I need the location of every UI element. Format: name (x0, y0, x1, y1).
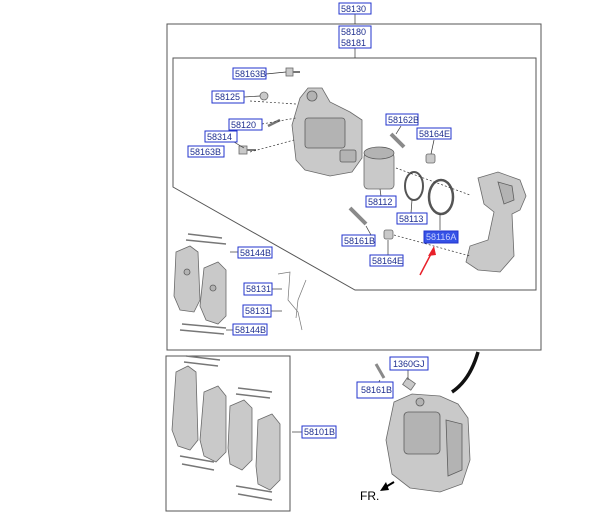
label-58131-low-text: 58131 (245, 306, 270, 316)
label-58144b-top-text: 58144B (240, 248, 271, 258)
label-58144b-top[interactable]: 58144B (237, 246, 273, 259)
caliper-assembly-frame (166, 23, 542, 351)
label-58125-text: 58125 (215, 92, 240, 102)
label-58112-text: 58112 (368, 197, 392, 207)
label-58163b-top[interactable]: 58163B (232, 67, 267, 80)
label-58144b-low-text: 58144B (235, 325, 266, 335)
piston (363, 146, 395, 190)
caliper-assembled (385, 393, 471, 493)
label-58180-58181[interactable]: 58180 58181 (338, 25, 372, 49)
hose-curve (450, 351, 480, 394)
label-58116a-text: 58116A (426, 232, 456, 242)
brake-pads-upper (173, 233, 227, 335)
label-58125[interactable]: 58125 (211, 90, 245, 104)
label-58131-top[interactable]: 58131 (243, 282, 273, 296)
bolt-lower-left (238, 145, 256, 155)
label-58163b-top-text: 58163B (235, 69, 266, 79)
label-58162b-text: 58162B (388, 115, 419, 125)
label-58161b-low[interactable]: 58161B (356, 381, 394, 399)
bolt-assembled (374, 363, 386, 379)
pad-kit-frame (165, 355, 291, 512)
label-58161b-low-text: 58161B (361, 385, 392, 395)
label-58163b-low-text: 58163B (190, 147, 221, 157)
label-58314-text: 58314 (207, 132, 232, 142)
dust-boot (427, 178, 455, 216)
label-58163b-low[interactable]: 58163B (187, 145, 225, 158)
label-58131-top-text: 58131 (246, 284, 271, 294)
front-direction-indicator: FR. (360, 481, 395, 503)
label-58131-low[interactable]: 58131 (242, 304, 272, 318)
carrier-bracket (465, 171, 527, 273)
label-58164e-low-text: 58164E (372, 256, 403, 266)
label-58130-text: 58130 (341, 4, 366, 14)
caliper-body-subframe (172, 57, 537, 291)
bleeder-cap (259, 91, 269, 101)
label-58314[interactable]: 58314 (204, 130, 238, 143)
label-58144b-low[interactable]: 58144B (232, 323, 268, 336)
label-58116a-highlighted[interactable]: 58116A (423, 230, 459, 244)
label-58180-text: 58180 (341, 27, 366, 37)
label-58181-text: 58181 (341, 38, 366, 48)
guide-pin-upper (389, 132, 406, 149)
shims (277, 271, 307, 331)
label-58113-text: 58113 (399, 214, 423, 224)
red-arrow-icon (419, 246, 436, 276)
direction-label: FR. (360, 489, 379, 503)
label-58101b-text: 58101B (304, 427, 335, 437)
label-58113[interactable]: 58113 (396, 212, 428, 225)
caliper-body (291, 87, 363, 177)
label-1360gj-text: 1360GJ (393, 359, 425, 369)
label-58164e-top-text: 58164E (419, 129, 450, 139)
guide-boot-lower (383, 229, 394, 240)
bracket-small (402, 377, 416, 391)
label-58164e-top[interactable]: 58164E (416, 127, 452, 140)
guide-pin-lower (348, 206, 368, 226)
label-58112[interactable]: 58112 (365, 195, 397, 208)
label-58120[interactable]: 58120 (228, 118, 263, 131)
arrow-left-down-icon (380, 481, 395, 491)
label-58164e-low[interactable]: 58164E (369, 254, 404, 267)
label-58161b-mid-text: 58161B (344, 236, 375, 246)
piston-seal (404, 171, 424, 201)
label-58130[interactable]: 58130 (338, 2, 372, 15)
label-58161b-mid[interactable]: 58161B (341, 234, 376, 247)
label-58101b[interactable]: 58101B (301, 425, 337, 439)
bolt-top (285, 67, 300, 77)
brake-pads-kit (171, 355, 281, 501)
label-58120-text: 58120 (231, 120, 256, 130)
label-1360gj[interactable]: 1360GJ (389, 356, 429, 371)
label-58162b[interactable]: 58162B (385, 113, 419, 126)
guide-boot-upper (425, 153, 436, 164)
